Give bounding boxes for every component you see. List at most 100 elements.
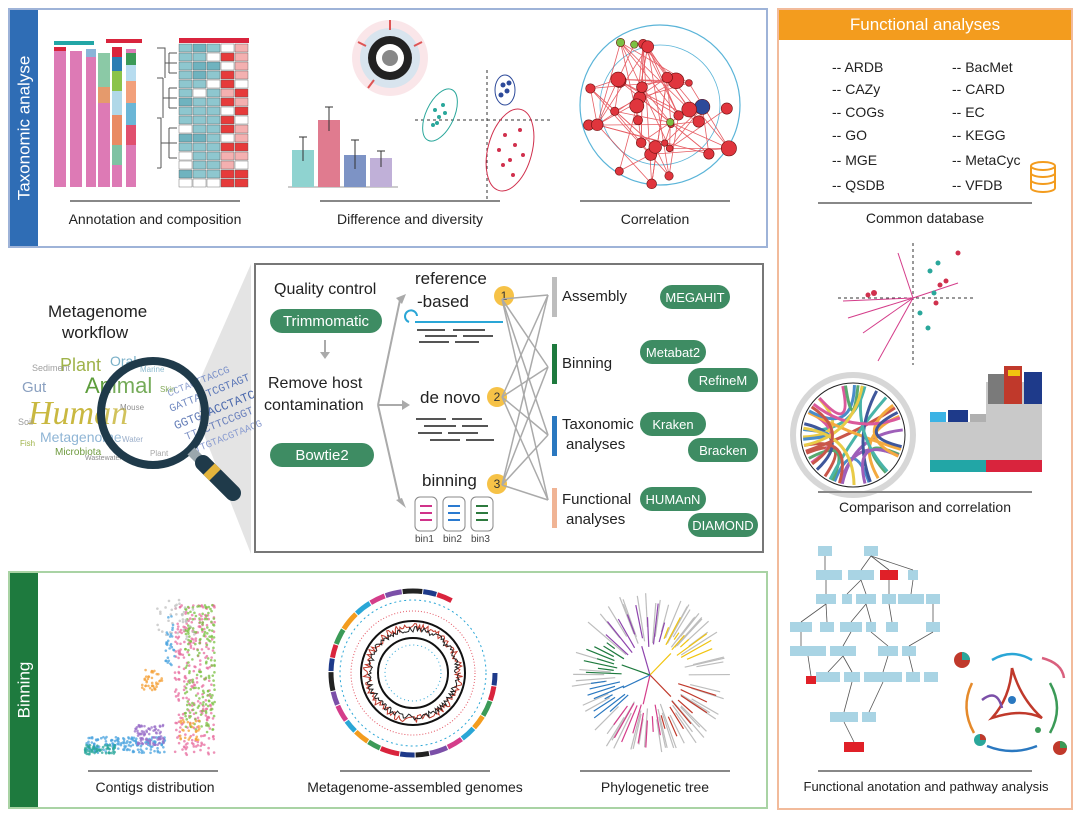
- trimmomatic-tool: Trimmomatic: [270, 309, 382, 333]
- de-novo-label: de novo: [420, 388, 481, 407]
- functional-panel: [777, 8, 1073, 810]
- word-cloud-word-3: Plant: [60, 355, 102, 375]
- word-cloud: Human Animal Plant Oral Gut Sediment Met…: [10, 345, 210, 465]
- word-cloud-word-14: Wastewater: [85, 455, 122, 462]
- remove-host-line2: contamination: [264, 397, 364, 414]
- binning-tab-label: Binning: [14, 661, 33, 719]
- taxonomic-step-bar: [552, 416, 557, 456]
- db-kegg: -- KEGG: [952, 127, 1006, 143]
- caption-correlation: Correlation: [620, 211, 690, 227]
- kraken-tool: Kraken: [640, 412, 706, 436]
- function-stacked-columns: [930, 366, 1042, 472]
- workflow-title-line2: workflow: [62, 323, 129, 342]
- taxonomic-rule-1: [70, 200, 240, 202]
- workflow-crossing-lines: [501, 294, 549, 501]
- binning-rule-2: [340, 770, 490, 772]
- word-cloud-word-12: Fish: [20, 439, 36, 448]
- db-cazy: -- CAZy: [832, 81, 881, 97]
- db-cogs: -- COGs: [832, 104, 885, 120]
- diamond-tool: DIAMOND: [688, 513, 758, 537]
- remove-host-line1: Remove host: [268, 375, 363, 392]
- database-icon: [1030, 161, 1056, 193]
- caption-common-database: Common database: [865, 210, 985, 226]
- phylogenetic-tree: [571, 593, 730, 753]
- db-ardb: -- ARDB: [832, 59, 884, 75]
- functional-step-line2: analyses: [566, 511, 626, 528]
- caption-mags: Metagenome-assembled genomes: [307, 779, 523, 795]
- pathway-flowchart: [790, 546, 940, 752]
- functional-step-bar: [552, 488, 557, 528]
- taxonomic-rule-2: [320, 200, 500, 202]
- assembly-step-bar: [552, 277, 557, 317]
- binning-rule-1: [88, 770, 218, 772]
- branch-arrows: [377, 294, 410, 508]
- taxonomic-tab: Taxonomic analyse: [10, 10, 38, 246]
- word-cloud-word-1: Human: [28, 395, 129, 432]
- word-cloud-word-9: Soil: [18, 417, 34, 427]
- caption-difference-diversity: Difference and diversity: [336, 211, 484, 227]
- db-qsdb: -- QSDB: [832, 177, 885, 193]
- word-cloud-word-11: Mouse: [120, 403, 144, 412]
- functional-step-line1: Functional: [562, 491, 632, 508]
- quality-control-label: Quality control: [274, 281, 377, 298]
- bin3-label: bin3: [471, 534, 490, 545]
- binning-step-label: Binning: [562, 355, 613, 372]
- workflow-title-line1: Metagenome: [48, 302, 148, 321]
- function-biplot: [838, 243, 973, 365]
- db-ec: -- EC: [952, 104, 985, 120]
- reference-label-line2: -based: [417, 292, 469, 311]
- pathway-cycle-diagram: [954, 652, 1067, 755]
- diversity-pca-plot: [415, 70, 550, 200]
- functional-header: Functional analyses: [779, 10, 1071, 40]
- db-mge: -- MGE: [832, 152, 878, 168]
- caption-contigs-distribution: Contigs distribution: [95, 779, 215, 795]
- bin2-label: bin2: [443, 534, 462, 545]
- taxonomic-panel: [8, 8, 768, 248]
- db-metacyc: -- MetaCyc: [952, 152, 1021, 168]
- taxonomic-step-line1: Taxonomic: [562, 416, 634, 433]
- binning-step-bar: [552, 344, 557, 384]
- binning-label: binning: [422, 471, 477, 490]
- word-cloud-word-15: Skin: [160, 385, 176, 394]
- metabat2-tool: Metabat2: [640, 340, 706, 364]
- binning-tab: Binning: [10, 573, 38, 807]
- correlation-network: [579, 24, 741, 190]
- taxonomic-step-line2: analyses: [566, 436, 626, 453]
- taxonomic-tab-label: Taxonomic analyse: [14, 55, 34, 201]
- functional-header-label: Functional analyses: [849, 15, 1001, 34]
- word-cloud-word-13: Marine: [140, 365, 164, 374]
- caption-phylogenetic-tree: Phylogenetic tree: [600, 779, 710, 795]
- step-badge-1: 1: [494, 286, 514, 306]
- db-vfdb: -- VFDB: [952, 177, 1003, 193]
- word-cloud-word-6: Sediment: [32, 363, 71, 373]
- step-badge-2: 2: [487, 387, 507, 407]
- contigs-scatter: [83, 598, 217, 757]
- de-novo-reads: [416, 418, 494, 441]
- db-go: -- GO: [832, 127, 867, 143]
- magnifier-icon: [97, 357, 241, 501]
- composition-heatmap: [157, 38, 249, 188]
- binning-rule-3: [580, 770, 730, 772]
- taxonomic-rule-3: [580, 200, 730, 202]
- humann-tool: HUMAnN: [640, 487, 706, 511]
- workflow-box: [254, 263, 764, 553]
- magnifier-funnel: [199, 264, 251, 554]
- word-cloud-word-10: Water: [122, 435, 143, 444]
- mag-circos-plot: [328, 588, 498, 758]
- step-badge-3: 3: [487, 474, 507, 494]
- word-cloud-word-5: Gut: [22, 379, 47, 396]
- caption-annotation-composition: Annotation and composition: [68, 211, 242, 227]
- functional-rule-1: [818, 202, 1032, 204]
- caption-functional-annotation-pathway: Functional anotation and pathway analysi…: [803, 779, 1049, 794]
- bowtie2-tool: Bowtie2: [270, 443, 374, 467]
- composition-bars: [54, 39, 142, 187]
- function-chord-diagram: [790, 372, 916, 498]
- word-cloud-word-8: Microbiota: [55, 447, 102, 458]
- binning-panel: [8, 571, 768, 809]
- megahit-tool: MEGAHIT: [660, 285, 730, 309]
- qc-down-arrow: [320, 340, 330, 359]
- word-cloud-word-16: Plant: [150, 449, 168, 458]
- reference-label-line1: reference: [415, 269, 487, 288]
- bin1-label: bin1: [415, 534, 434, 545]
- diversity-circular-tree: [352, 20, 428, 96]
